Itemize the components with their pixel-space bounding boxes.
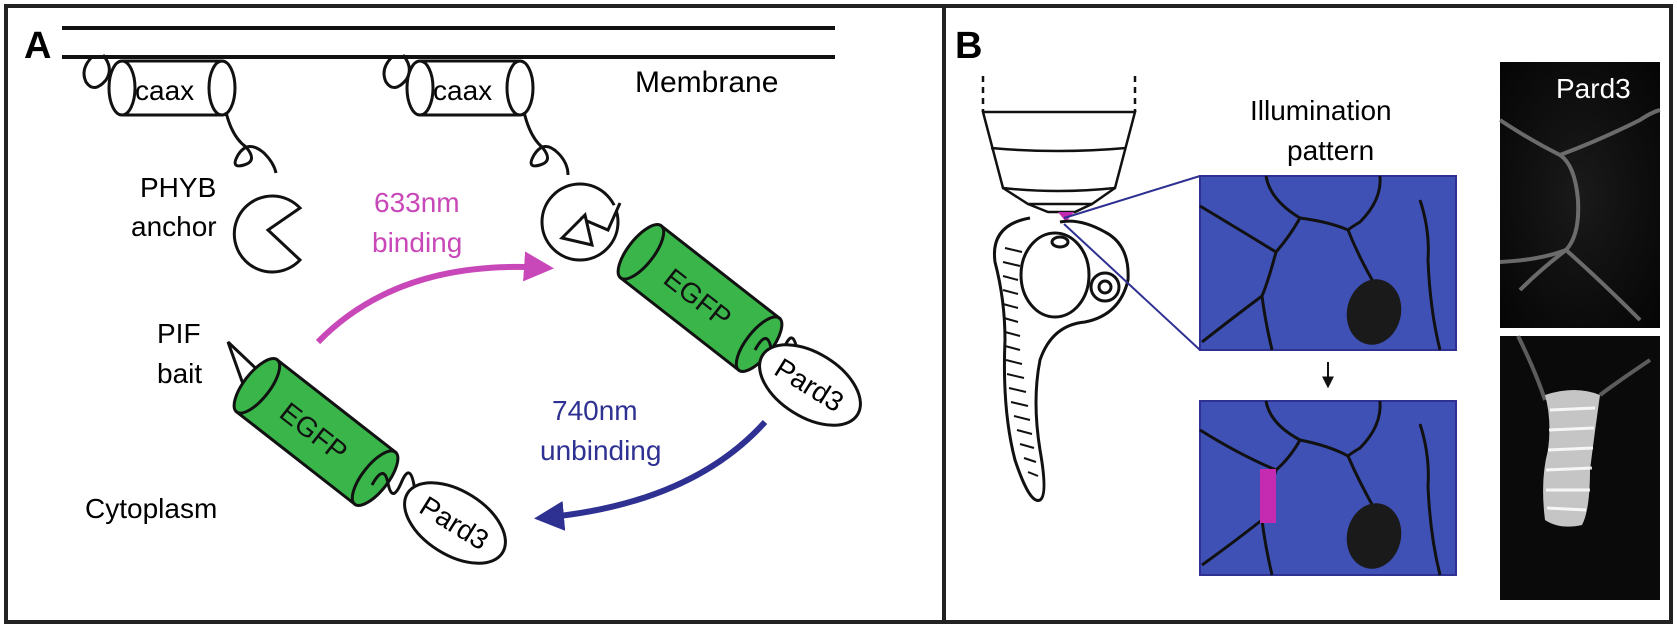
caax-cylinder-right xyxy=(382,54,535,117)
phyb-linker-left xyxy=(224,111,278,174)
phyb-label-line1: PHYB xyxy=(140,172,216,203)
panel-a-letter: A xyxy=(24,25,51,67)
unbinding-arrow xyxy=(534,419,768,531)
pif-bound-icon xyxy=(579,202,622,232)
panel-b-letter: B xyxy=(955,25,982,67)
micrograph-label: Pard3 xyxy=(1556,73,1631,104)
binding-arrow xyxy=(315,251,554,345)
illumination-pattern-before xyxy=(1199,175,1457,351)
zoom-lines xyxy=(1063,175,1201,351)
unbinding-label-line1: 740nm xyxy=(552,395,638,426)
pard3-node-unbound: Pard3 xyxy=(403,481,507,565)
micrograph-before: Pard3 xyxy=(1498,62,1661,328)
pif-label-line1: PIF xyxy=(157,318,201,349)
binding-label-line2: binding xyxy=(372,227,462,258)
unbinding-label-line2: unbinding xyxy=(540,435,661,466)
illumination-spot xyxy=(1260,469,1276,523)
illumination-label-line1: Illumination xyxy=(1250,95,1392,126)
illumination-label-line2: pattern xyxy=(1287,135,1374,166)
cytoplasm-label: Cytoplasm xyxy=(85,493,217,524)
phyb-linker-right xyxy=(522,111,570,176)
caax-label-left: caax xyxy=(135,75,194,106)
micrograph-after xyxy=(1500,335,1660,600)
zebrafish-embryo-icon xyxy=(992,216,1130,502)
phyb-anchor-icon xyxy=(232,194,303,274)
pif-triangle-bound-icon xyxy=(559,212,595,248)
membrane-label: Membrane xyxy=(635,66,778,99)
caax-label-right: caax xyxy=(433,75,492,106)
phyb-label-line2: anchor xyxy=(131,211,217,242)
binding-label-line1: 633nm xyxy=(374,187,460,218)
egfp-cylinder-unbound: EGFP xyxy=(232,357,400,507)
caax-cylinder-left xyxy=(82,54,237,117)
pif-label-line2: bait xyxy=(157,358,202,389)
illumination-pattern-after xyxy=(1199,400,1457,576)
membrane-lines xyxy=(62,26,835,59)
objective-lens-icon xyxy=(981,76,1137,214)
